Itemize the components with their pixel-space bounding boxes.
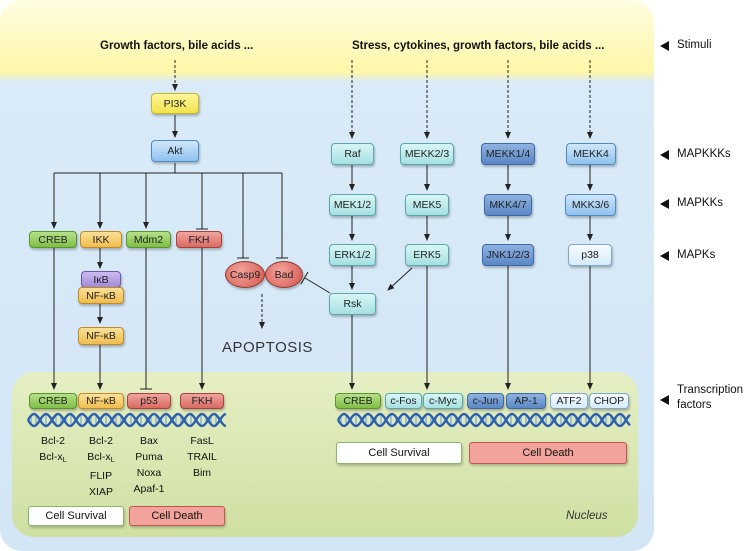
tf-cjun: c-Jun: [467, 393, 504, 409]
gene-nfkb-2: FLIP: [89, 470, 113, 482]
node-pi3k: PI3K: [151, 93, 199, 114]
node-mkk47: MKK4/7: [484, 194, 532, 216]
dna-helix-right: [336, 412, 631, 428]
tf-fkh: FKH: [180, 393, 224, 409]
gene-p53-1: Puma: [135, 451, 163, 463]
node-erk12: ERK1/2: [329, 244, 376, 266]
dna-strand: [26, 412, 227, 428]
tf-chop: CHOP: [589, 393, 629, 409]
row-pointer-mapkks: [660, 199, 669, 209]
row-label-mapks: MAPKs: [677, 249, 716, 261]
stimuli-right-label: Stress, cytokines, growth factors, bile …: [352, 40, 605, 52]
genes-p53: Bax Puma Noxa Apaf-1: [126, 433, 172, 497]
gene-p53-2: Noxa: [136, 467, 162, 479]
node-akt: Akt: [151, 140, 199, 162]
gene-creb-1-sub: L: [62, 455, 67, 464]
gene-nfkb-1-wrap: Bcl-xL: [78, 449, 124, 468]
gene-nfkb-1: Bcl-x: [87, 451, 111, 463]
node-casp9: Casp9: [225, 261, 265, 288]
row-label-mapkkks: MAPKKKs: [677, 148, 731, 160]
node-fkh-cytoplasm: FKH: [176, 231, 222, 248]
node-mekk23: MEKK2/3: [400, 143, 454, 165]
gene-fkh-1: TRAIL: [187, 451, 217, 463]
arrow-erk5-rsk: [387, 267, 413, 291]
tf-p53: p53: [127, 393, 171, 409]
node-jnk123: JNK1/2/3: [482, 244, 534, 266]
node-bad: Bad: [265, 261, 303, 288]
node-mdm2: Mdm2: [126, 231, 171, 248]
gene-creb-1-wrap: Bcl-xL: [30, 449, 76, 468]
dna-strand: [336, 412, 631, 428]
node-nfkb-free: NF-κB: [78, 327, 124, 345]
gene-creb-0: Bcl-2: [41, 435, 65, 447]
outcome-right-death: Cell Death: [469, 442, 627, 464]
nucleus-label: Nucleus: [566, 510, 608, 522]
gene-p53-3: Apaf-1: [133, 483, 165, 495]
dna-helix-left: [26, 412, 227, 428]
gene-fkh-2: Bim: [192, 467, 212, 479]
row-pointer-mapkkks: [660, 150, 669, 160]
genes-nfkb: Bcl-2 Bcl-xL FLIP XIAP: [78, 433, 124, 500]
node-nfkb-complex: NF-κB: [78, 287, 124, 304]
inhibit-rsk-bad: [304, 277, 331, 294]
node-erk5: ERK5: [405, 244, 449, 266]
inhibit-rsk-bad-bar: [300, 271, 309, 285]
node-mekk14: MEKK1/4: [481, 143, 535, 165]
outcome-left-death: Cell Death: [129, 506, 225, 526]
tf-cfos: c-Fos: [385, 393, 422, 409]
gene-creb-1: Bcl-x: [39, 451, 63, 463]
node-mekk4: MEKK4: [566, 143, 616, 165]
genes-creb: Bcl-2 Bcl-xL: [30, 433, 76, 468]
node-creb-cytoplasm: CREB: [29, 231, 77, 248]
node-ikk: IKK: [80, 231, 122, 248]
gene-nfkb-3: XIAP: [89, 486, 113, 498]
outcome-left-survival: Cell Survival: [28, 506, 124, 526]
row-pointer-tf: [660, 395, 669, 405]
node-mek12: MEK1/2: [329, 194, 376, 216]
row-pointer-mapks: [660, 251, 669, 261]
node-raf: Raf: [331, 143, 374, 165]
row-label-tf-2: factors: [677, 399, 712, 411]
row-label-stimuli: Stimuli: [677, 39, 712, 51]
tf-atf2: ATF2: [550, 393, 588, 409]
gene-fkh-0: FasL: [190, 435, 214, 447]
row-label-tf-1: Transcription: [677, 384, 744, 396]
gene-nfkb-1-sub: L: [110, 455, 115, 464]
node-p38: p38: [568, 244, 612, 266]
node-rsk: Rsk: [329, 293, 376, 315]
tf-creb-right: CREB: [335, 393, 381, 409]
node-mkk36: MKK3/6: [565, 194, 616, 216]
gene-nfkb-0: Bcl-2: [89, 435, 113, 447]
tf-creb-left: CREB: [29, 393, 77, 409]
node-mek5: MEK5: [405, 194, 449, 216]
row-pointer-stimuli: [660, 41, 669, 51]
tf-cmyc: c-Myc: [423, 393, 463, 409]
stimuli-left-label: Growth factors, bile acids ...: [100, 40, 254, 52]
row-label-mapkks: MAPKKs: [677, 197, 724, 209]
genes-fkh: FasL TRAIL Bim: [178, 433, 226, 481]
gene-p53-0: Bax: [139, 435, 159, 447]
tf-ap1: AP-1: [506, 393, 546, 409]
dna-strand: [26, 412, 227, 428]
nucleus-region: [12, 372, 638, 537]
outcome-right-survival: Cell Survival: [336, 442, 462, 464]
node-ikb: IκB: [81, 271, 121, 288]
tf-nfkb: NF-κB: [78, 393, 124, 409]
apoptosis-label: APOPTOSIS: [222, 339, 313, 356]
